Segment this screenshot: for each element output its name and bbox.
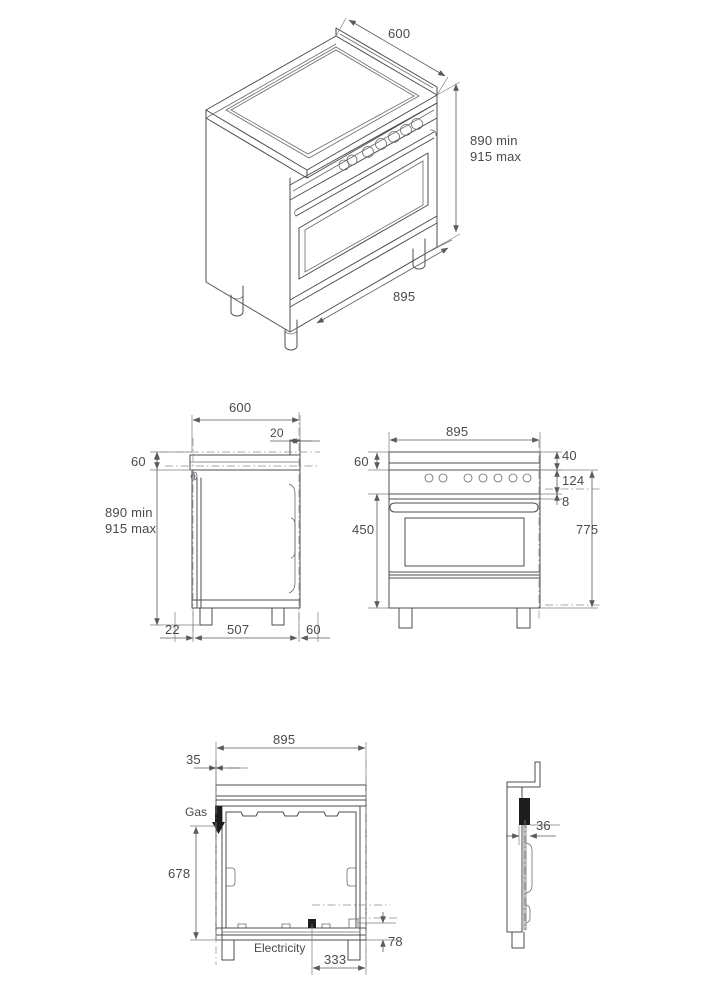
side-dim-top-offset: 60 [131,454,146,469]
iso-dim-width: 895 [393,289,415,304]
front-dim-oven: 450 [352,522,374,537]
side-dim-depth: 600 [229,400,251,415]
rear-dim-elec-offset: 333 [324,952,346,967]
iso-dim-height-min: 890 min [470,133,518,148]
side-dim-rear-gap: 60 [306,622,321,637]
view-profile-detail: 36 [506,761,560,949]
iso-dim-height-max: 915 max [470,149,522,164]
front-dim-top-band: 60 [354,454,369,469]
rear-label-electricity: Electricity [254,941,305,955]
rear-dim-edge-offset: 35 [186,752,201,767]
rear-dim-elec-height: 78 [388,934,403,949]
view-rear: 895 35 Gas 678 Electricity 333 78 [168,732,403,975]
rear-dim-width: 895 [273,732,295,747]
side-dim-height-max: 915 max [105,521,157,536]
view-front-elevation: 895 60 450 40 124 8 775 [352,424,600,629]
side-dim-backguard: 20 [270,426,284,440]
side-dim-height-min: 890 min [105,505,153,520]
view-isometric: 600 890 min 915 max 895 [205,17,522,351]
front-dim-panel-a: 40 [562,448,577,463]
front-dim-total: 775 [576,522,598,537]
rear-label-gas: Gas [185,805,207,819]
side-dim-body-depth: 507 [227,622,249,637]
side-dim-front-overhang: 22 [165,622,180,637]
iso-dim-depth: 600 [388,26,410,41]
front-dim-panel-b: 124 [562,473,584,488]
profile-dim-thickness: 36 [536,818,551,833]
front-dim-width: 895 [446,424,468,439]
front-dim-panel-c: 8 [562,494,569,509]
rear-dim-gas-height: 678 [168,866,190,881]
view-side-elevation: 600 20 60 890 min 915 max 22 507 60 [105,400,330,642]
